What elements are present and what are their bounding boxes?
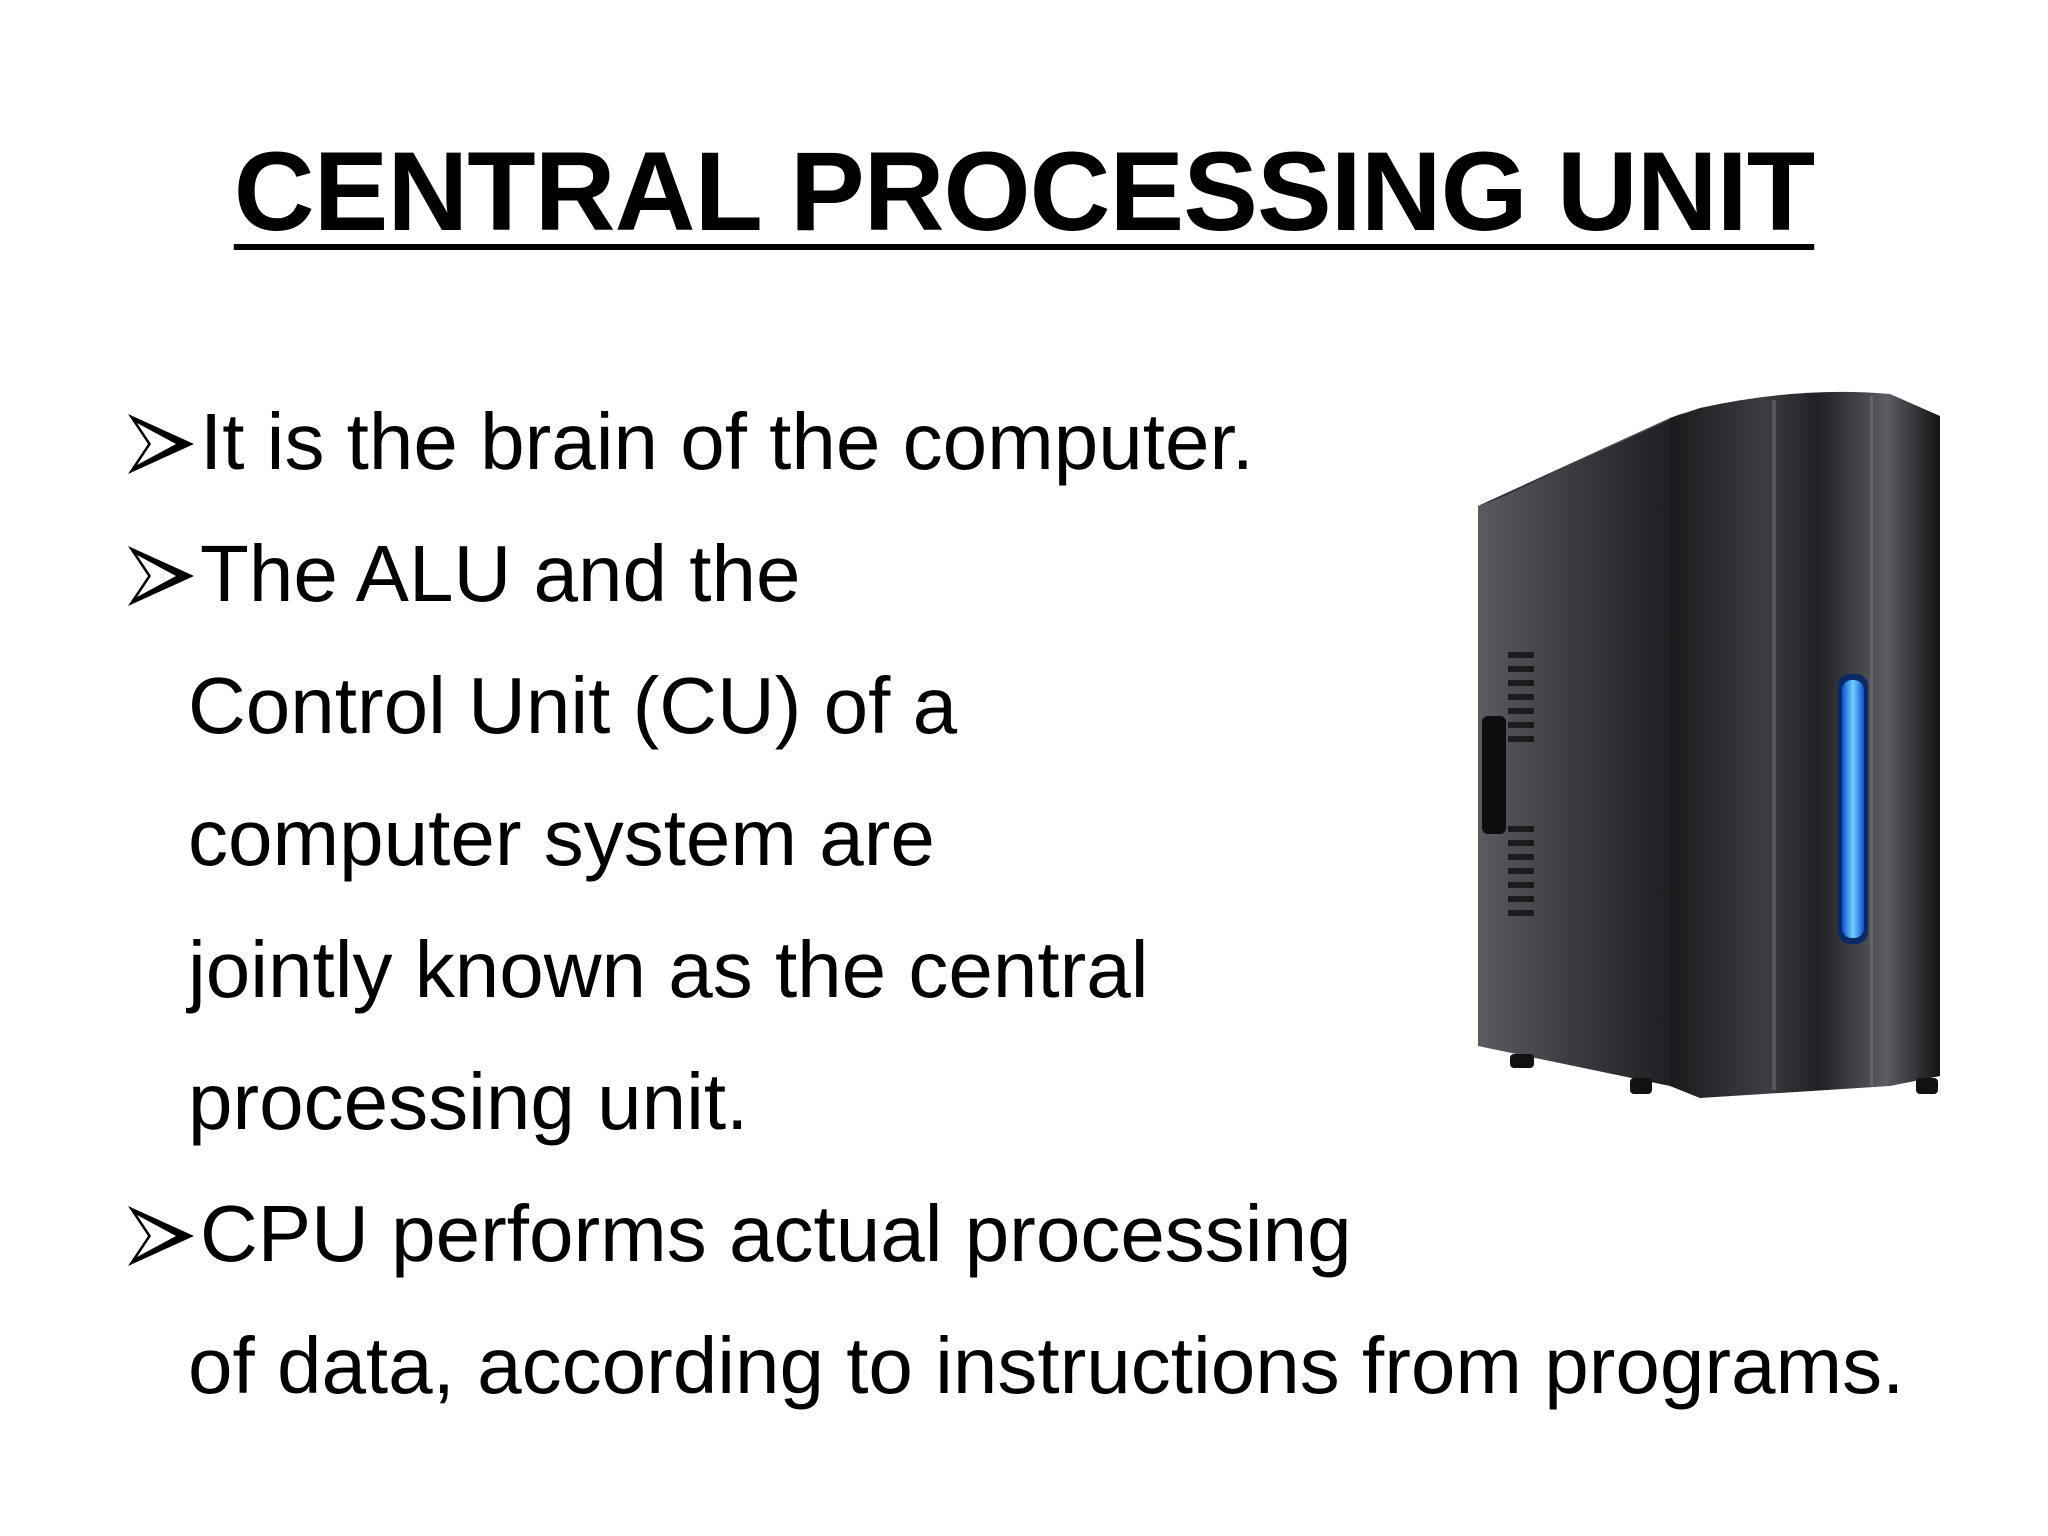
slide-title: CENTRAL PROCESSING UNIT <box>0 130 2048 253</box>
bullet-continuation: Control Unit (CU) of a <box>128 640 2028 772</box>
bullet-text: processing unit. <box>188 1057 749 1146</box>
computer-tower-icon <box>1478 391 1940 1098</box>
bullet-text: It is the brain of the computer. <box>200 397 1254 486</box>
bullet-continuation: of data, according to instructions from … <box>128 1300 2028 1432</box>
arrow-bullet-icon <box>128 414 194 474</box>
arrow-bullet-icon <box>128 1206 194 1266</box>
bullet-text: of data, according to instructions from … <box>188 1321 1905 1410</box>
bullet-item-1: It is the brain of the computer. <box>128 376 2028 508</box>
bullet-text: jointly known as the central <box>188 925 1149 1014</box>
bullet-list: It is the brain of the computer. The ALU… <box>128 376 2028 1432</box>
bullet-text: computer system are <box>188 793 935 882</box>
bullet-item-3: CPU performs actual processing <box>128 1168 2028 1300</box>
bullet-continuation: jointly known as the central <box>128 904 2028 1036</box>
arrow-bullet-icon <box>128 546 194 606</box>
slide-title-text: CENTRAL PROCESSING UNIT <box>233 129 1815 254</box>
bullet-item-2: The ALU and the <box>128 508 2028 640</box>
bullet-continuation: computer system are <box>128 772 2028 904</box>
bullet-text: CPU performs actual processing <box>200 1189 1352 1278</box>
bullet-text: Control Unit (CU) of a <box>188 661 958 750</box>
bullet-text: The ALU and the <box>200 529 801 618</box>
bullet-continuation: processing unit. <box>128 1036 2028 1168</box>
